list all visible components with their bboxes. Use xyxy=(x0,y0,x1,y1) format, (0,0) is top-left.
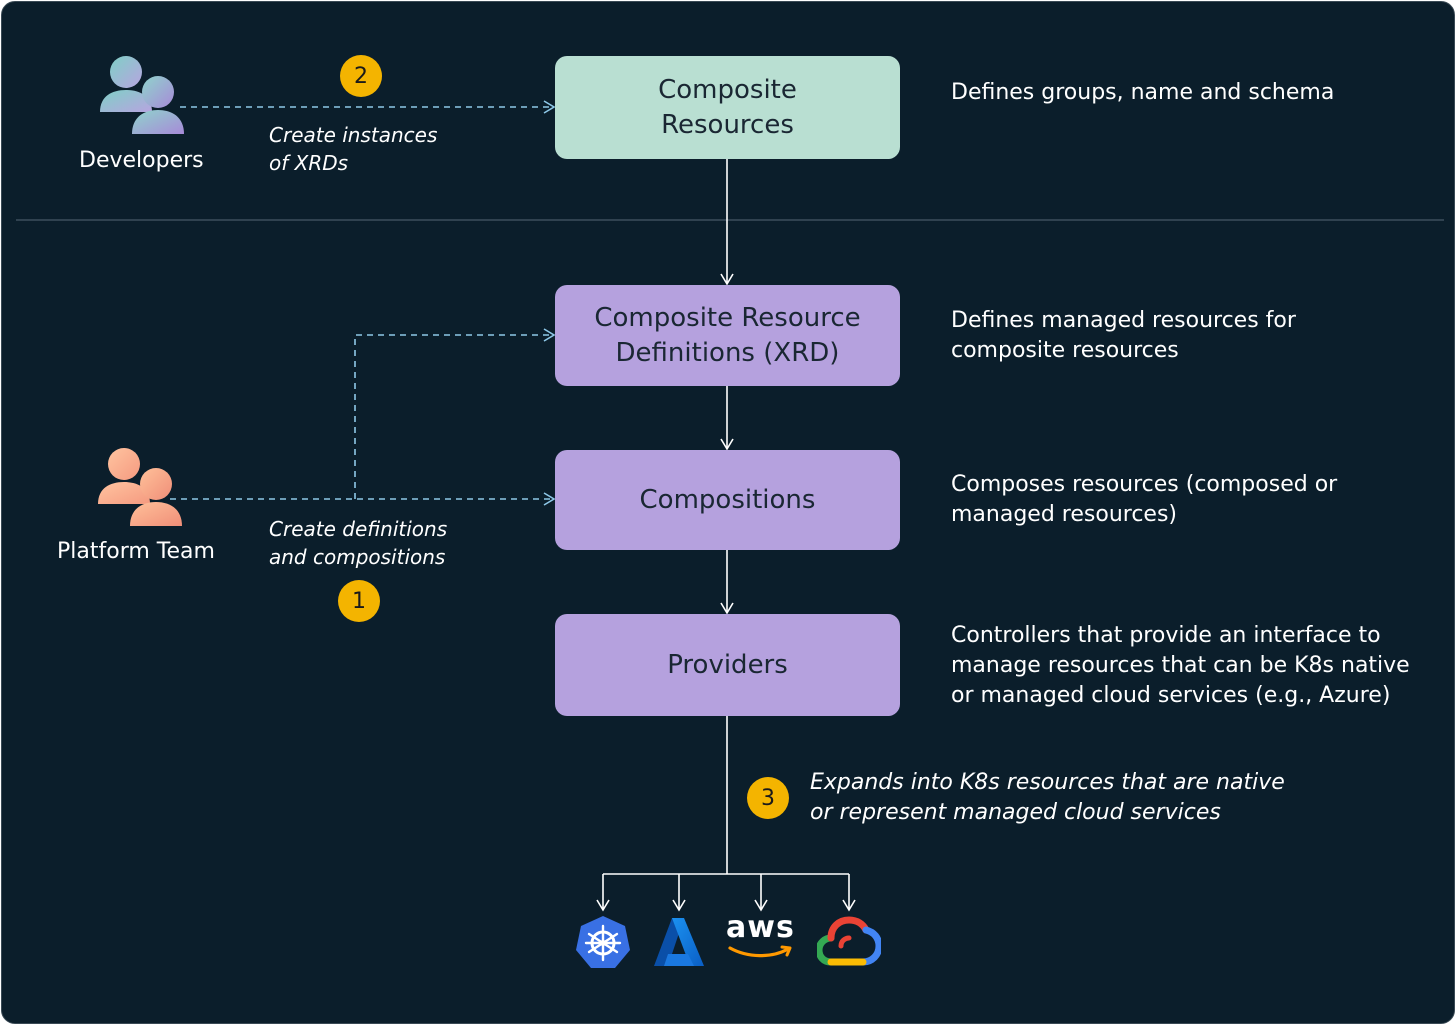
xrd-box-line1: Composite Resource xyxy=(594,302,861,333)
xrd-box-line2: Definitions (XRD) xyxy=(615,337,840,368)
step-1-badge: 1 xyxy=(338,580,380,622)
aws-logo-text: aws xyxy=(726,910,795,945)
platform-team-label: Platform Team xyxy=(57,539,215,564)
composite-box-line1: Composite xyxy=(658,74,797,105)
providers-box: Providers xyxy=(555,614,900,716)
composite-description-line1: Defines groups, name and schema xyxy=(951,80,1335,105)
compositions-description-line1: Composes resources (composed or xyxy=(951,472,1338,497)
developers-label: Developers xyxy=(79,148,204,173)
developers-icon xyxy=(100,56,184,134)
platform-note: Create definitions and compositions xyxy=(269,515,447,571)
dashed-arrow-platform-to-xrd xyxy=(354,328,556,499)
step-2-badge: 2 xyxy=(340,55,382,97)
xrd-description: Defines managed resources for composite … xyxy=(951,306,1296,366)
developers-note-line1: Create instances xyxy=(269,123,438,147)
composite-description: Defines groups, name and schema xyxy=(951,78,1334,108)
providers-description-line3: or managed cloud services (e.g., Azure) xyxy=(951,683,1391,708)
platform-note-line1: Create definitions xyxy=(269,517,448,541)
google-cloud-logo-icon xyxy=(817,916,881,966)
providers-box-label: Providers xyxy=(667,649,788,680)
composite-resources-box: Composite Resources xyxy=(555,56,900,159)
xrd-description-line2: composite resources xyxy=(951,338,1179,363)
compositions-description: Composes resources (composed or managed … xyxy=(951,470,1337,530)
providers-description: Controllers that provide an interface to… xyxy=(951,621,1410,711)
azure-logo-icon xyxy=(654,918,704,966)
platform-note-line2: and compositions xyxy=(269,545,446,569)
developers-note-line2: of XRDs xyxy=(269,151,349,175)
platform-team-icon xyxy=(98,448,182,526)
providers-description-line2: manage resources that can be K8s native xyxy=(951,653,1410,678)
compositions-box-label: Compositions xyxy=(639,484,816,515)
aws-smile-icon xyxy=(728,945,792,958)
expand-note-line2: or represent managed cloud services xyxy=(810,800,1221,825)
providers-description-line1: Controllers that provide an interface to xyxy=(951,623,1381,648)
aws-logo: aws xyxy=(726,912,796,964)
compositions-description-line2: managed resources) xyxy=(951,502,1177,527)
step-3-badge: 3 xyxy=(747,777,789,819)
kubernetes-logo-icon xyxy=(576,916,630,968)
expand-note: Expands into K8s resources that are nati… xyxy=(810,768,1285,828)
compositions-box: Compositions xyxy=(555,450,900,550)
developers-note: Create instances of XRDs xyxy=(269,121,437,177)
xrd-box: Composite Resource Definitions (XRD) xyxy=(555,285,900,386)
expand-note-line1: Expands into K8s resources that are nati… xyxy=(810,770,1285,795)
xrd-description-line1: Defines managed resources for xyxy=(951,308,1296,333)
composite-box-line2: Resources xyxy=(661,109,794,140)
